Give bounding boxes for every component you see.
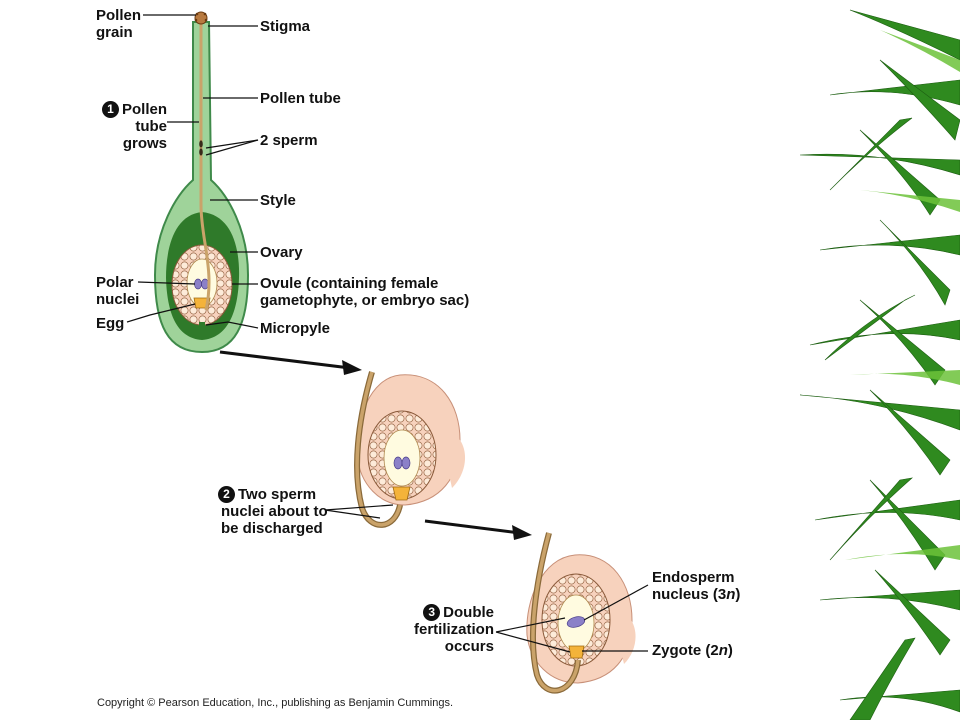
- label-2-sperm: 2 sperm: [260, 132, 318, 149]
- step-number-badge: 2: [218, 486, 235, 503]
- sperm-cell: [199, 148, 203, 156]
- label-egg: Egg: [96, 315, 125, 332]
- arrow-step1-to-step2: [219, 350, 362, 375]
- polar-nucleus: [393, 456, 403, 470]
- ovule-lobe: [620, 610, 636, 664]
- ovule-figure-step3: [526, 532, 636, 694]
- label-micropyle: Micropyle: [260, 320, 331, 337]
- leader-lines-fig2: [324, 504, 394, 519]
- label-line: grows: [122, 135, 167, 152]
- egg-cell: [392, 486, 411, 501]
- step-number-badge: 1: [101, 101, 119, 118]
- label-style: Style: [260, 192, 296, 209]
- bamboo-leaves-decoration: [799, 9, 960, 721]
- label-line: nucleus (3: [652, 586, 727, 603]
- label-line: Polar: [96, 274, 134, 291]
- label-line: nuclei: [96, 291, 140, 308]
- label-pollen-tube: Pollen tube: [260, 90, 341, 107]
- label-line: Endosperm: [652, 569, 735, 586]
- label-line: ): [727, 642, 733, 659]
- label-line: Zygote (2: [652, 642, 719, 659]
- label-line: gametophyte, or embryo sac): [260, 292, 470, 309]
- label-line: grain: [96, 24, 133, 41]
- pollen-tube: [199, 20, 211, 311]
- label-line: occurs: [444, 638, 494, 655]
- zygote: [568, 645, 585, 659]
- label-line: Pollen: [121, 101, 167, 118]
- polar-nucleus: [194, 278, 202, 290]
- label-ovary: Ovary: [260, 244, 303, 261]
- sperm-cell: [199, 140, 203, 148]
- label-italic-n: n: [726, 586, 736, 603]
- leader-lines-fig3: [495, 584, 649, 653]
- label-italic-n: n: [718, 642, 728, 659]
- label-line: fertilization: [413, 621, 494, 638]
- label-line: tube: [135, 118, 167, 135]
- label-endosperm-nucleus: Endosperm nucleus (3n): [652, 569, 740, 603]
- label-ovule: Ovule (containing female gametophyte, or…: [260, 275, 469, 309]
- leader-lines-fig1: [126, 14, 259, 329]
- embryo-sac: [383, 429, 421, 487]
- arrow-step2-to-step3: [424, 519, 532, 540]
- label-line: Ovule (containing female: [260, 275, 439, 292]
- pollen-grain: [194, 11, 208, 25]
- polar-nucleus: [401, 456, 411, 470]
- label-line: be discharged: [221, 520, 323, 537]
- label-line: Double: [443, 604, 494, 621]
- label-zygote: Zygote (2n): [652, 642, 733, 659]
- ovule-lobe: [448, 430, 466, 488]
- label-stigma: Stigma: [260, 18, 311, 35]
- micropyle-gap: [199, 322, 205, 327]
- pistil-figure: [153, 11, 250, 354]
- label-line: Pollen: [96, 7, 142, 24]
- label-pollen-grain: Pollen grain: [96, 7, 141, 41]
- copyright-notice: Copyright © Pearson Education, Inc., pub…: [97, 697, 454, 709]
- label-line: ): [735, 586, 741, 603]
- step-number-badge: 3: [423, 604, 441, 621]
- ovule-figure-step2: [354, 371, 466, 528]
- label-line: nuclei about to: [221, 503, 328, 520]
- label-polar-nuclei: Polar nuclei: [96, 274, 139, 308]
- label-line: Two sperm: [238, 486, 317, 503]
